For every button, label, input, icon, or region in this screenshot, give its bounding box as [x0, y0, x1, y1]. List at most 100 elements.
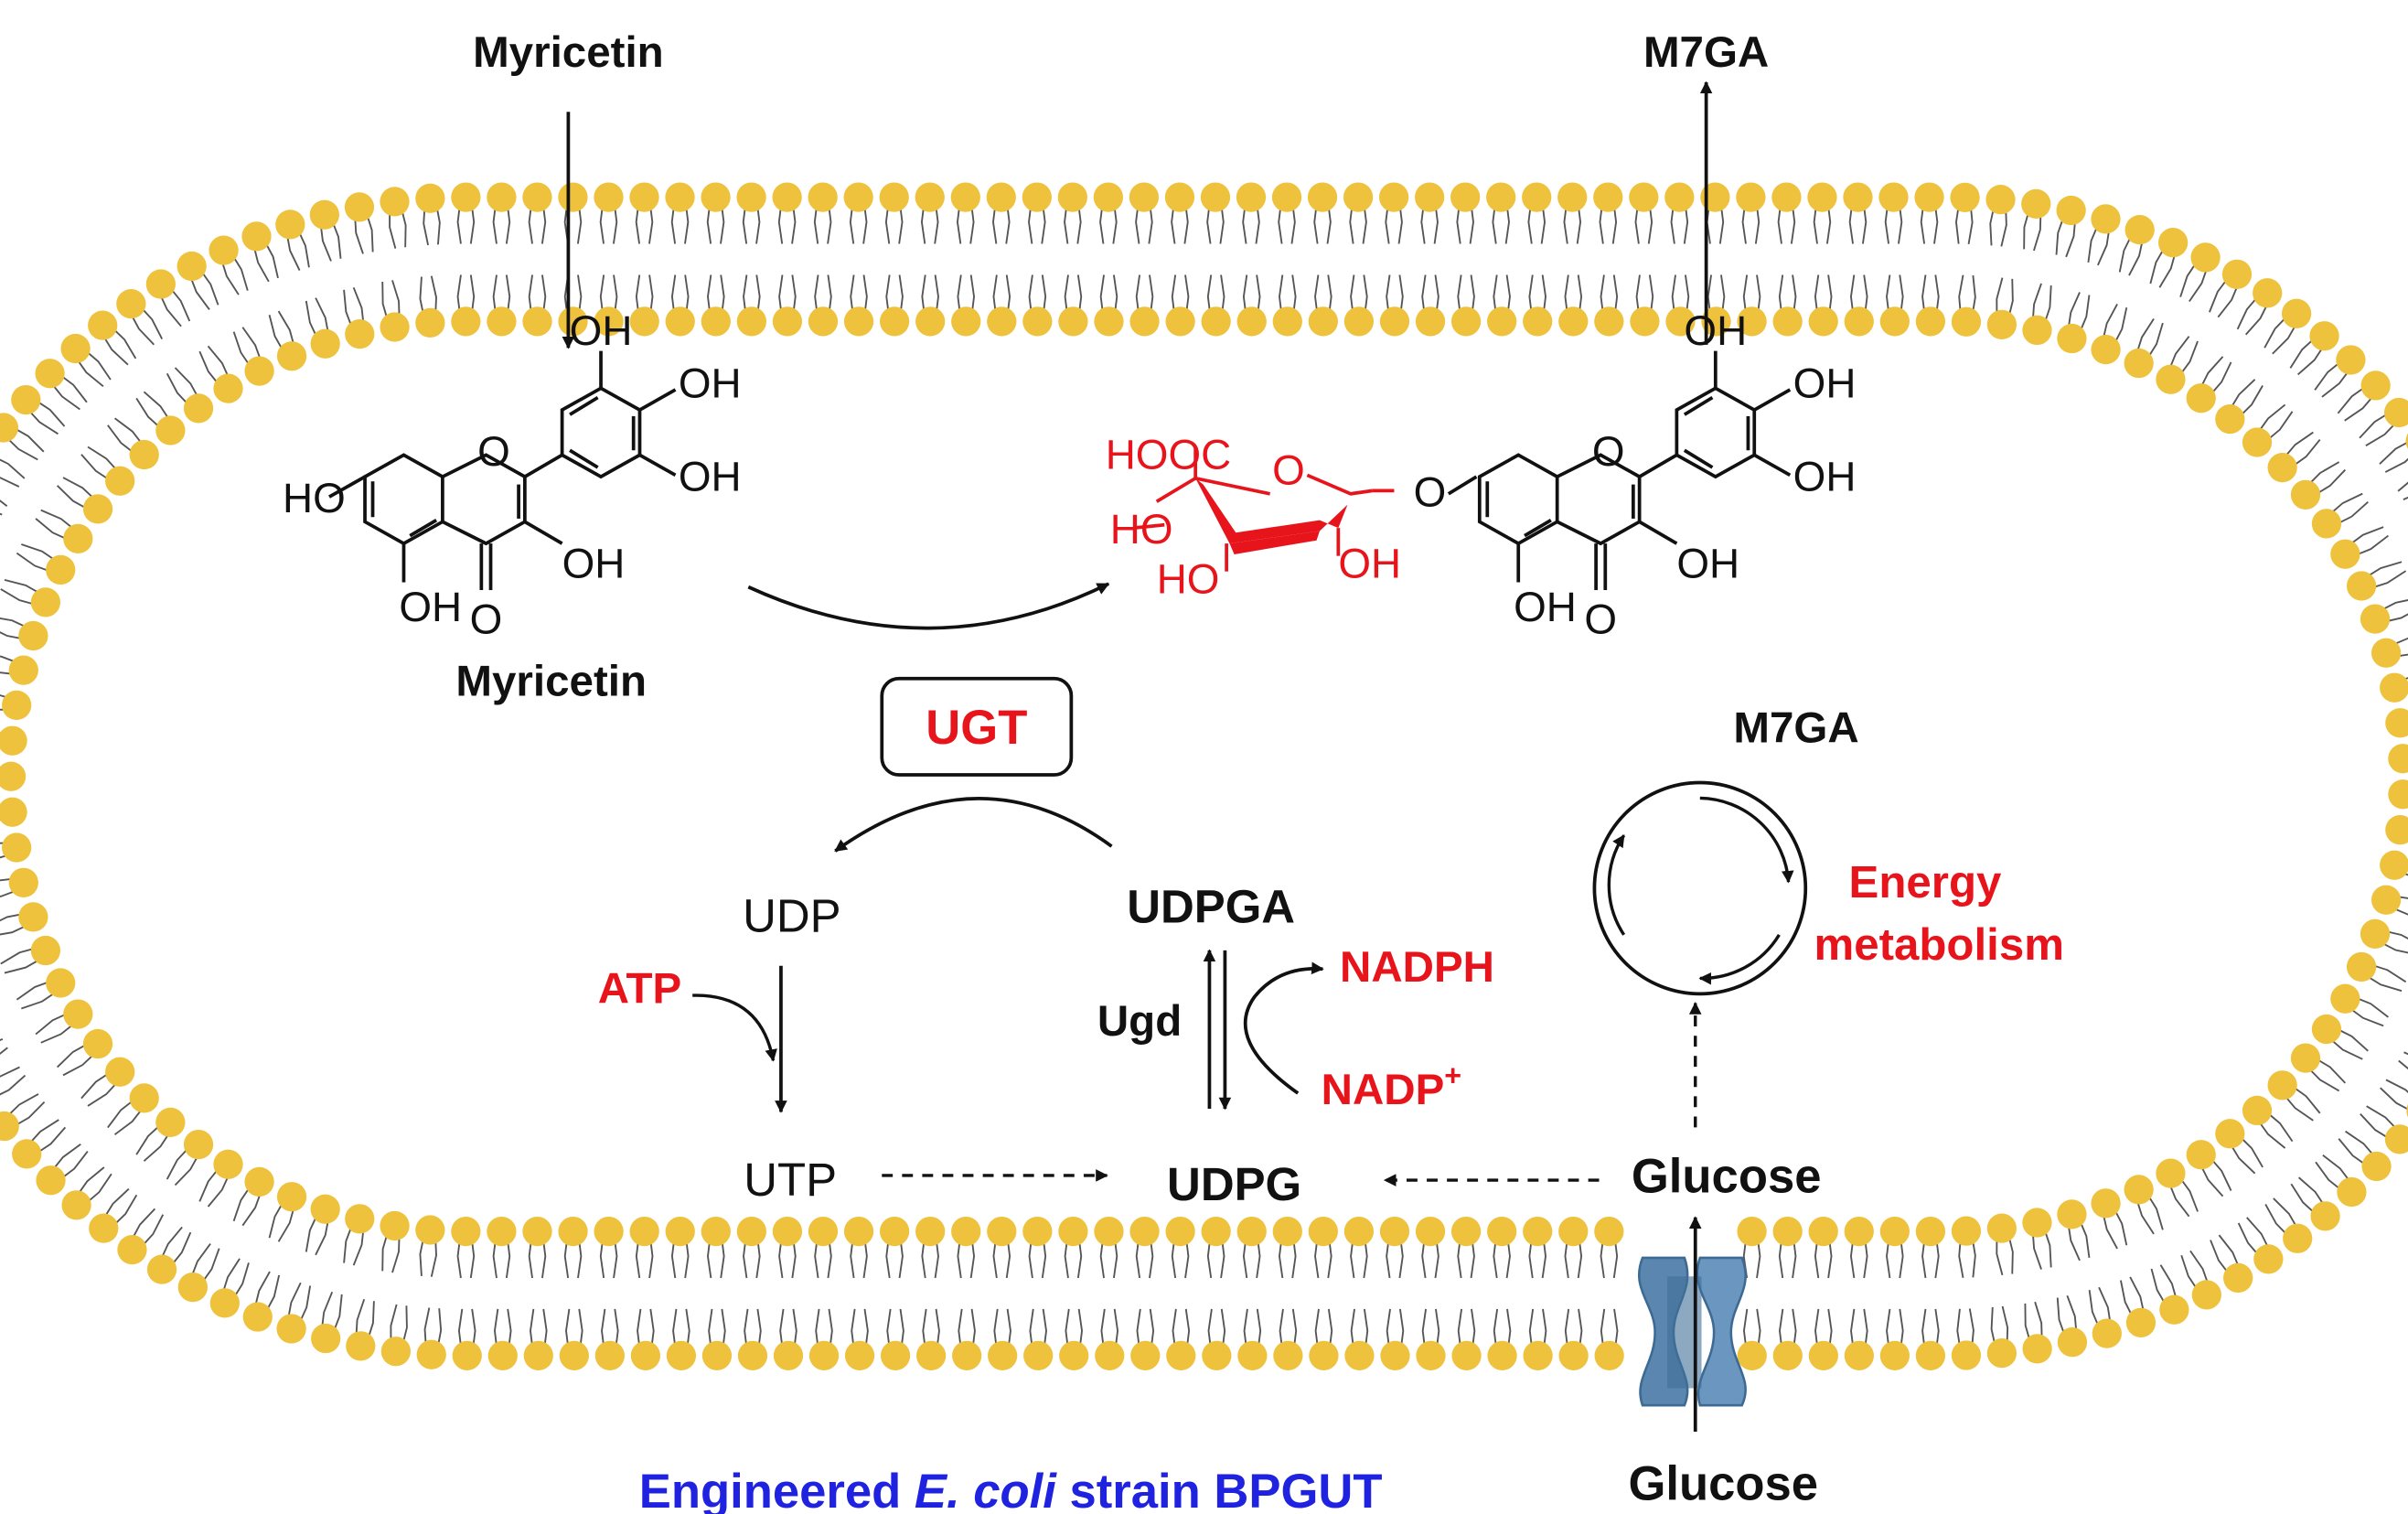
- lipid-head: [1450, 306, 1482, 337]
- lipid-head: [1415, 182, 1445, 212]
- lipid-head: [416, 1339, 446, 1369]
- lipid-head: [1594, 1340, 1624, 1370]
- lipid-head: [2388, 779, 2408, 810]
- lipid-head: [1629, 182, 1659, 212]
- lipid-head: [487, 1216, 517, 1247]
- lipid-head: [1915, 1340, 1946, 1370]
- glucuronic-oh: OH: [1338, 540, 1401, 586]
- lipid-head: [629, 1216, 659, 1247]
- lipid-head: [344, 192, 375, 222]
- lipid-head: [736, 182, 766, 212]
- lipid-head: [701, 306, 731, 337]
- lipid-head: [0, 761, 27, 791]
- lipid-head: [736, 1216, 766, 1247]
- lipid-head: [523, 1340, 553, 1370]
- lipid-head: [276, 341, 307, 371]
- lipid-head: [1808, 1216, 1838, 1247]
- lipid-tail: [2385, 1079, 2408, 1093]
- lipid-head: [1986, 1338, 2017, 1369]
- lipid-head: [594, 306, 624, 337]
- lipid-head: [808, 1216, 839, 1247]
- lipid-head: [2336, 345, 2366, 375]
- lipid-head: [808, 306, 839, 337]
- ugt-enzyme-box: [880, 676, 1074, 777]
- lipid-tail: [2379, 441, 2408, 465]
- lipid-head: [487, 1340, 518, 1370]
- lipid-head: [629, 306, 659, 337]
- lipid-head: [105, 1057, 135, 1087]
- lipid-head: [1878, 182, 1909, 212]
- lipid-head: [1736, 182, 1766, 212]
- lipid-head: [1058, 1216, 1088, 1247]
- lipid-head: [1593, 182, 1623, 212]
- lipid-head: [1951, 1216, 1982, 1246]
- lipid-head: [8, 655, 38, 685]
- lipid-head: [1309, 1340, 1339, 1370]
- lipid-head: [772, 306, 803, 337]
- lipid-head: [1023, 1340, 1054, 1370]
- lipid-head: [1343, 306, 1375, 337]
- lipid-head: [1343, 182, 1374, 212]
- lipid-head: [1166, 1340, 1196, 1370]
- lipid-head: [1665, 306, 1696, 337]
- lipid-head: [63, 523, 93, 553]
- lipid-head: [276, 1182, 307, 1212]
- lipid-head: [2092, 1318, 2122, 1348]
- lipid-head: [2385, 815, 2408, 845]
- lipid-head: [1737, 1340, 1767, 1370]
- glucuronic-hooc: HOOC: [1106, 432, 1232, 478]
- lipid-head: [665, 1216, 695, 1247]
- utp-label: UTP: [744, 1154, 837, 1206]
- lipid-head: [879, 182, 909, 212]
- nadp-plus-label: NADP+: [1322, 1059, 1461, 1114]
- glycosidic-o: O: [1414, 468, 1447, 515]
- lipid-head: [1164, 182, 1195, 212]
- lipid-head: [2186, 1140, 2216, 1170]
- myricetin-3p-oh: OH: [570, 307, 633, 354]
- myricetin-structure: [328, 350, 677, 591]
- lipid-head: [82, 494, 113, 524]
- glucuronic-wedge: [1195, 478, 1348, 544]
- lipid-head: [701, 1216, 731, 1247]
- lipid-bilayer-membrane: [0, 182, 2408, 1370]
- glycosidic-bond: [1447, 475, 1478, 496]
- lipid-head: [2405, 433, 2408, 449]
- lipid-head: [843, 1216, 874, 1247]
- lipid-head: [1844, 1340, 1874, 1370]
- lipid-head: [1523, 1216, 1553, 1247]
- lipid-head: [2388, 744, 2408, 774]
- lipid-tail: [0, 1047, 8, 1055]
- lipid-head: [1844, 306, 1874, 337]
- lipid-head: [1737, 306, 1767, 337]
- lipid-head: [1308, 1216, 1338, 1247]
- atp-consumption-arrow: [692, 993, 777, 1062]
- lipid-head: [1415, 306, 1446, 337]
- lipid-head: [2337, 1176, 2367, 1208]
- lipid-head: [345, 1204, 375, 1234]
- lipid-head: [2156, 364, 2186, 394]
- lipid-head: [1879, 1340, 1910, 1370]
- lipid-head: [808, 182, 838, 212]
- lipid-head: [1129, 182, 1160, 212]
- lipid-head: [2371, 638, 2402, 668]
- lipid-head: [879, 306, 910, 337]
- lipid-head: [951, 1216, 981, 1247]
- lipid-head: [1844, 1216, 1874, 1247]
- lipid-head: [183, 393, 214, 424]
- lipid-head: [915, 1216, 946, 1247]
- lipid-head: [2309, 321, 2339, 351]
- lipid-head: [1380, 1340, 1410, 1370]
- lipid-head: [310, 1194, 340, 1224]
- glucuronidation-arrow: [747, 582, 1110, 630]
- lipid-head: [1879, 306, 1910, 337]
- udpga-label: UDPGA: [1127, 880, 1295, 932]
- lipid-head: [30, 935, 61, 966]
- lipid-head: [2022, 1334, 2052, 1364]
- lipid-head: [452, 1340, 482, 1370]
- nadp-reduction-arrow: [1243, 961, 1324, 1095]
- lipid-head: [244, 1166, 274, 1197]
- ugt-label: UGT: [926, 701, 1027, 755]
- lipid-head: [2022, 315, 2052, 346]
- lipid-head: [88, 310, 118, 340]
- lipid-head: [666, 1340, 697, 1370]
